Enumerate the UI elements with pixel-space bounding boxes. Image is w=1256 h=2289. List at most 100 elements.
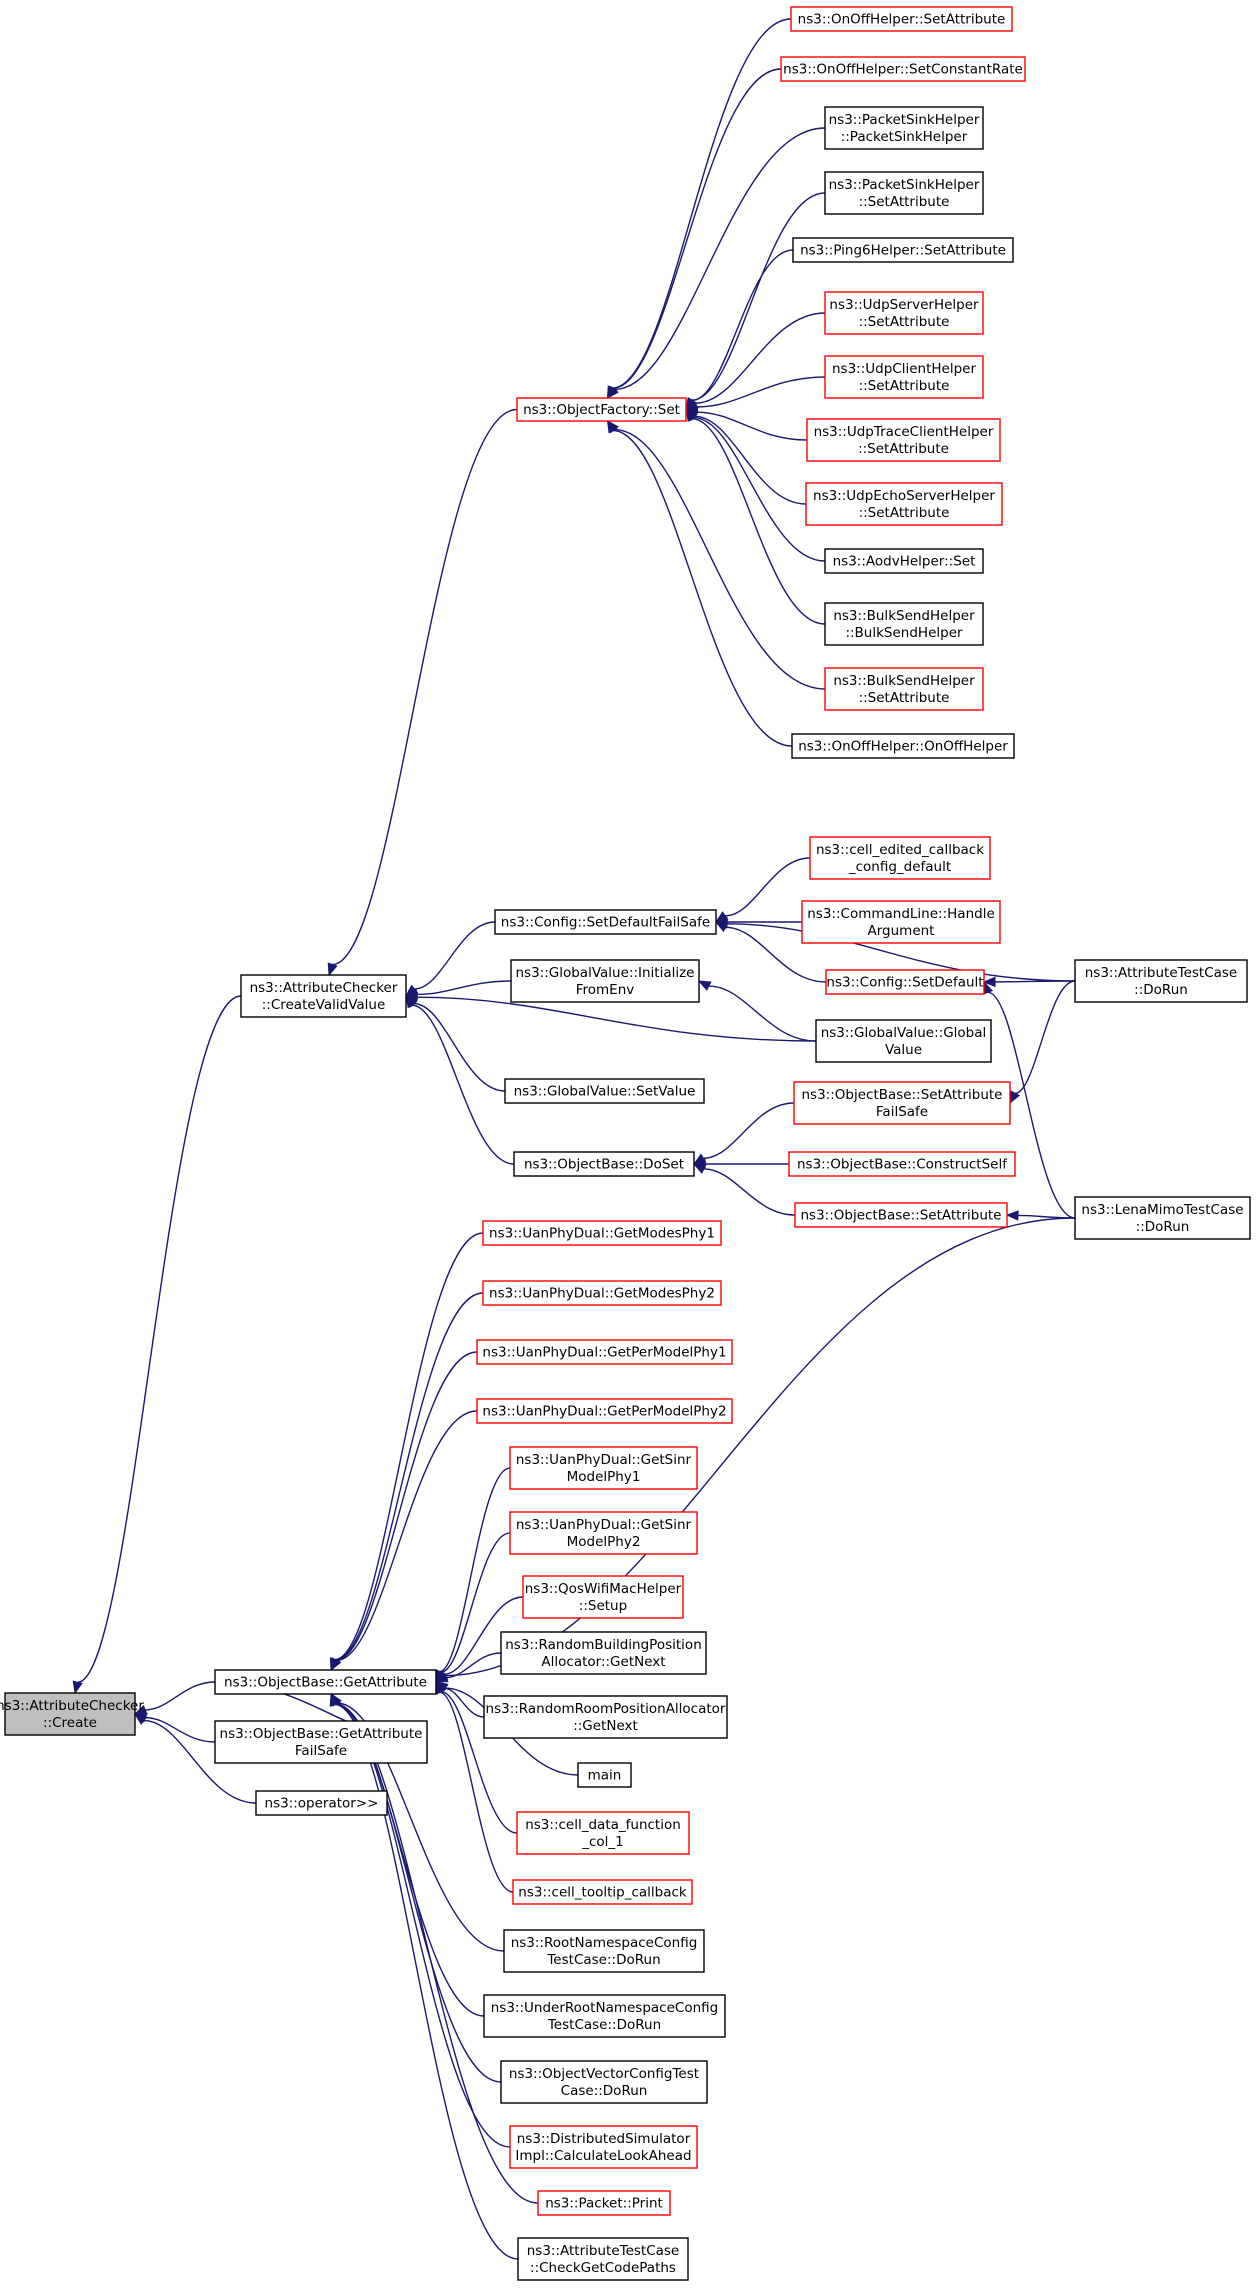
edge-attrtestdorun-to-cfgdefaultfs xyxy=(726,923,1076,982)
node-box xyxy=(509,2125,698,2169)
node-box xyxy=(214,1720,428,1764)
node-label: ns3::QosWifiMacHelper xyxy=(525,1581,682,1597)
node-ping6[interactable]: ns3::Ping6Helper::SetAttribute xyxy=(792,237,1014,263)
node-box xyxy=(483,1695,728,1739)
node-label: ns3::operator>> xyxy=(265,1796,379,1812)
node-qoswifi[interactable]: ns3::QosWifiMacHelper::Setup xyxy=(522,1575,684,1619)
node-bulksetattr[interactable]: ns3::BulkSendHelper::SetAttribute xyxy=(824,667,984,711)
node-randbuilding[interactable]: ns3::RandomBuildingPositionAllocator::Ge… xyxy=(500,1631,707,1675)
node-distsim[interactable]: ns3::DistributedSimulatorImpl::Calculate… xyxy=(509,2125,698,2169)
node-label: ::CreateValidValue xyxy=(262,997,386,1013)
node-objfactset[interactable]: ns3::ObjectFactory::Set xyxy=(516,397,687,422)
node-box xyxy=(240,974,407,1018)
edge-uanper1-to-objgetattr xyxy=(335,1351,478,1661)
node-label: ::SetAttribute xyxy=(859,690,950,706)
node-label: ns3::CommandLine::Handle xyxy=(807,906,995,922)
edge-layer xyxy=(72,18,1076,2260)
node-label: TestCase::DoRun xyxy=(547,2017,661,2033)
node-label: ns3::RootNamespaceConfig xyxy=(511,1935,698,1951)
edge-attrtestdorun-to-obsetattrfs xyxy=(1014,980,1076,1094)
node-attrcheckget[interactable]: ns3::AttributeTestCase::CheckGetCodePath… xyxy=(517,2237,689,2281)
edge-udpecho-to-objfactset xyxy=(694,415,807,505)
node-pktprint[interactable]: ns3::Packet::Print xyxy=(537,2190,671,2216)
node-onoffsetrate[interactable]: ns3::OnOffHelper::SetConstantRate xyxy=(780,56,1026,82)
edge-cfgsetdefault-to-cfgdefaultfs xyxy=(725,926,827,983)
arrowhead xyxy=(692,1163,707,1174)
node-udptrace[interactable]: ns3::UdpTraceClientHelper::SetAttribute xyxy=(806,418,1001,462)
node-label: ns3::AttributeChecker xyxy=(0,1698,144,1714)
node-layer: ns3::AttributeChecker::Createns3::Attrib… xyxy=(0,6,1251,2281)
node-lenamimo[interactable]: ns3::LenaMimoTestCase::DoRun xyxy=(1074,1196,1251,1240)
node-label: ::SetAttribute xyxy=(859,378,950,394)
node-celldata[interactable]: ns3::cell_data_function_col_1 xyxy=(516,1811,690,1855)
node-udpecho[interactable]: ns3::UdpEchoServerHelper::SetAttribute xyxy=(805,482,1003,526)
node-operator[interactable]: ns3::operator>> xyxy=(255,1790,388,1816)
node-label: ns3::PacketSinkHelper xyxy=(829,177,980,193)
node-box xyxy=(792,237,1014,263)
edge-gvglobal-to-gvinit xyxy=(708,985,817,1042)
node-objgetattr[interactable]: ns3::ObjectBase::GetAttribute xyxy=(214,1669,437,1695)
node-box xyxy=(509,1511,698,1555)
edge-lenamimo-to-cfgsetdefault xyxy=(987,991,1076,1219)
node-celltooltip[interactable]: ns3::cell_tooltip_callback xyxy=(512,1879,693,1905)
edge-obsetattr-to-objdoset xyxy=(703,1168,796,1216)
node-box xyxy=(791,733,1015,759)
node-bulkhelper[interactable]: ns3::BulkSendHelper::BulkSendHelper xyxy=(824,602,984,646)
node-underrootns[interactable]: ns3::UnderRootNamespaceConfigTestCase::D… xyxy=(483,1994,726,2038)
node-pktsinkhelper[interactable]: ns3::PacketSinkHelper::PacketSinkHelper xyxy=(824,106,984,150)
node-udpclient[interactable]: ns3::UdpClientHelper::SetAttribute xyxy=(824,355,984,399)
node-box xyxy=(805,482,1003,526)
node-box xyxy=(824,355,984,399)
node-pktsinksetattr[interactable]: ns3::PacketSinkHelper::SetAttribute xyxy=(824,171,984,215)
arrowhead xyxy=(327,962,338,977)
node-label: ns3::UanPhyDual::GetPerModelPhy2 xyxy=(482,1404,726,1420)
node-celledited[interactable]: ns3::cell_edited_callback_config_default xyxy=(809,836,991,880)
node-attrtestdorun[interactable]: ns3::AttributeTestCase::DoRun xyxy=(1074,959,1248,1003)
node-label: ns3::OnOffHelper::OnOffHelper xyxy=(798,739,1008,755)
node-box xyxy=(513,1151,695,1177)
node-box xyxy=(255,1790,388,1816)
edge-onoffsetrate-to-objfactset xyxy=(612,68,782,389)
node-label: ns3::ObjectBase::ConstructSelf xyxy=(797,1157,1008,1173)
node-box xyxy=(482,1220,722,1246)
node-onoffhelper[interactable]: ns3::OnOffHelper::OnOffHelper xyxy=(791,733,1015,759)
arrowhead xyxy=(72,1680,83,1695)
edge-uanper2-to-objgetattr xyxy=(336,1410,478,1662)
edge-gvsetvalue-to-createvalid xyxy=(413,1002,506,1092)
node-label: ns3::UanPhyDual::GetSinr xyxy=(516,1517,692,1533)
node-onoffsetattr[interactable]: ns3::OnOffHelper::SetAttribute xyxy=(790,6,1013,32)
node-uanmodes2[interactable]: ns3::UanPhyDual::GetModesPhy2 xyxy=(482,1280,722,1306)
node-obconstruct[interactable]: ns3::ObjectBase::ConstructSelf xyxy=(788,1151,1016,1177)
node-uanper2[interactable]: ns3::UanPhyDual::GetPerModelPhy2 xyxy=(476,1398,733,1424)
node-aodv[interactable]: ns3::AodvHelper::Set xyxy=(824,548,984,574)
node-box xyxy=(500,2060,708,2104)
node-label: main xyxy=(588,1768,622,1784)
node-label: ns3::ObjectBase::GetAttribute xyxy=(220,1726,423,1742)
node-label: ns3::GlobalValue::Initialize xyxy=(515,965,694,981)
node-createvalid[interactable]: ns3::AttributeChecker::CreateValidValue xyxy=(240,974,407,1018)
node-gvglobal[interactable]: ns3::GlobalValue::GlobalValue xyxy=(815,1019,992,1063)
edge-udpclient-to-objfactset xyxy=(696,376,826,408)
node-main[interactable]: main xyxy=(577,1762,632,1788)
node-box xyxy=(509,1446,698,1490)
node-objdoset[interactable]: ns3::ObjectBase::DoSet xyxy=(513,1151,695,1177)
node-udpserver[interactable]: ns3::UdpServerHelper::SetAttribute xyxy=(824,291,984,335)
node-uanmodes1[interactable]: ns3::UanPhyDual::GetModesPhy1 xyxy=(482,1220,722,1246)
node-label: ns3::RandomRoomPositionAllocator xyxy=(486,1701,726,1717)
node-uanper1[interactable]: ns3::UanPhyDual::GetPerModelPhy1 xyxy=(476,1339,733,1365)
node-cfgdefaultfs[interactable]: ns3::Config::SetDefaultFailSafe xyxy=(494,909,717,935)
node-obsetattr[interactable]: ns3::ObjectBase::SetAttribute xyxy=(794,1202,1008,1228)
node-gvsetvalue[interactable]: ns3::GlobalValue::SetValue xyxy=(504,1078,705,1104)
node-randroom[interactable]: ns3::RandomRoomPositionAllocator::GetNex… xyxy=(483,1695,728,1739)
node-cfgsetdefault[interactable]: ns3::Config::SetDefault xyxy=(825,969,985,995)
node-label: ::DoRun xyxy=(1136,1219,1190,1235)
